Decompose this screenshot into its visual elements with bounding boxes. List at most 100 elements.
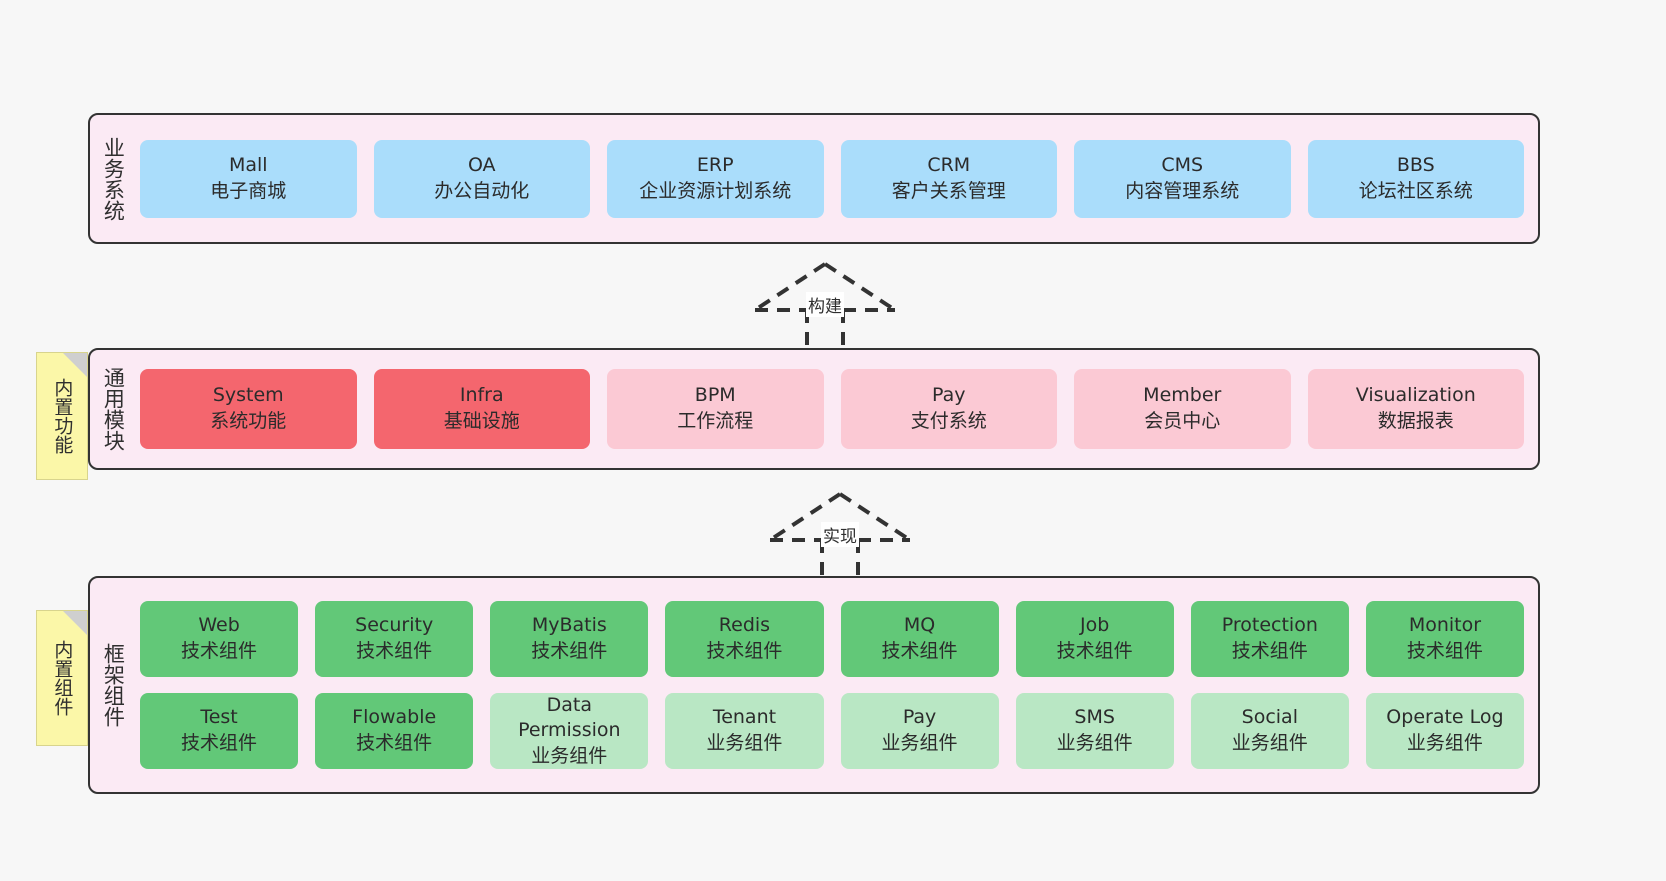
card-protection-en: Protection: [1221, 614, 1318, 637]
card-monitor-cn: 技术组件: [1406, 640, 1483, 662]
card-social-en: Social: [1241, 706, 1298, 729]
card-mybatis[interactable]: MyBatis 技术组件: [490, 601, 649, 677]
card-operate-log-cn: 业务组件: [1406, 732, 1483, 754]
card-flowable-cn: 技术组件: [356, 732, 433, 754]
card-infra-en: Infra: [459, 384, 504, 407]
card-protection[interactable]: Protection 技术组件: [1190, 601, 1349, 677]
card-job-cn: 技术组件: [1056, 640, 1133, 662]
card-test[interactable]: Test 技术组件: [140, 693, 299, 769]
note-builtin-components: 内置组件: [36, 610, 88, 746]
card-flowable[interactable]: Flowable 技术组件: [315, 693, 474, 769]
card-pay-module[interactable]: Pay 支付系统: [840, 369, 1057, 449]
card-job-en: Job: [1080, 614, 1110, 637]
card-member[interactable]: Member 会员中心: [1074, 369, 1291, 449]
framework-card-row-1: Web 技术组件 Security 技术组件 MyBatis 技术组件 Redi…: [140, 601, 1524, 677]
card-pay-module-en: Pay: [932, 384, 966, 407]
connector-build-label: 构建: [806, 292, 844, 317]
card-monitor[interactable]: Monitor 技术组件: [1365, 601, 1524, 677]
card-tenant-cn: 业务组件: [706, 732, 783, 754]
card-pay-module-cn: 支付系统: [910, 410, 987, 432]
card-pay-component[interactable]: Pay 业务组件: [840, 693, 999, 769]
layer-common-modules: 通用模块 System 系统功能 Infra 基础设施 BPM 工作流程 Pay…: [88, 348, 1540, 470]
card-mall-cn: 电子商城: [210, 179, 287, 202]
card-sms-en: SMS: [1074, 706, 1115, 729]
card-pay-component-cn: 业务组件: [881, 732, 958, 754]
card-bpm[interactable]: BPM 工作流程: [607, 369, 824, 449]
card-tenant[interactable]: Tenant 业务组件: [665, 693, 824, 769]
note-builtin-functions: 内置功能: [36, 352, 88, 480]
layer-modules-title: 通用模块: [101, 367, 126, 451]
card-sms[interactable]: SMS 业务组件: [1015, 693, 1174, 769]
card-social[interactable]: Social 业务组件: [1190, 693, 1349, 769]
card-mall[interactable]: Mall 电子商城: [140, 139, 357, 218]
card-social-cn: 业务组件: [1231, 732, 1308, 754]
card-mq-cn: 技术组件: [881, 640, 958, 662]
note-builtin-components-label: 内置组件: [51, 640, 74, 716]
card-bbs-cn: 论坛社区系统: [1358, 179, 1473, 202]
card-flowable-en: Flowable: [352, 706, 437, 729]
card-test-en: Test: [200, 706, 238, 729]
card-erp-en: ERP: [696, 153, 734, 176]
card-cms[interactable]: CMS 内容管理系统: [1074, 139, 1291, 218]
card-security-en: Security: [355, 614, 434, 637]
card-redis-cn: 技术组件: [706, 640, 783, 662]
layer-business-body: Mall 电子商城 OA 办公自动化 ERP 企业资源计划系统 CRM 客户关系…: [136, 115, 1538, 242]
card-visualization-en: Visualization: [1355, 384, 1476, 407]
card-system-en: System: [212, 384, 284, 407]
card-bbs-en: BBS: [1396, 153, 1435, 176]
card-crm-cn: 客户关系管理: [891, 179, 1006, 202]
card-monitor-en: Monitor: [1408, 614, 1482, 637]
card-mq-en: MQ: [903, 614, 936, 637]
card-visualization[interactable]: Visualization 数据报表: [1307, 369, 1524, 449]
layer-framework-body: Web 技术组件 Security 技术组件 MyBatis 技术组件 Redi…: [136, 578, 1538, 792]
card-security[interactable]: Security 技术组件: [315, 601, 474, 677]
card-oa-en: OA: [467, 153, 496, 176]
framework-card-row-2: Test 技术组件 Flowable 技术组件 Data Permission …: [140, 693, 1524, 769]
layer-business-title: 业务系统: [101, 136, 126, 221]
card-pay-component-en: Pay: [902, 706, 937, 729]
connector-implement: 实现: [750, 488, 930, 588]
card-bbs[interactable]: BBS 论坛社区系统: [1307, 139, 1524, 218]
layer-framework-title: 框架组件: [101, 643, 126, 727]
card-member-cn: 会员中心: [1144, 410, 1221, 432]
card-system[interactable]: System 系统功能: [140, 369, 357, 449]
business-card-row: Mall 电子商城 OA 办公自动化 ERP 企业资源计划系统 CRM 客户关系…: [140, 139, 1524, 218]
card-security-cn: 技术组件: [356, 640, 433, 662]
card-mq[interactable]: MQ 技术组件: [840, 601, 999, 677]
card-protection-cn: 技术组件: [1231, 640, 1308, 662]
card-crm[interactable]: CRM 客户关系管理: [840, 139, 1057, 218]
card-data-permission-cn: 业务组件: [531, 744, 608, 767]
card-erp-cn: 企业资源计划系统: [639, 179, 792, 202]
card-cms-en: CMS: [1161, 153, 1204, 176]
note-builtin-functions-label: 内置功能: [51, 378, 74, 454]
card-redis[interactable]: Redis 技术组件: [665, 601, 824, 677]
card-bpm-en: BPM: [694, 384, 736, 407]
layer-modules-body: System 系统功能 Infra 基础设施 BPM 工作流程 Pay 支付系统…: [136, 350, 1538, 468]
card-redis-en: Redis: [718, 614, 771, 637]
card-erp[interactable]: ERP 企业资源计划系统: [607, 139, 824, 218]
card-oa[interactable]: OA 办公自动化: [373, 139, 590, 218]
connector-build: 构建: [735, 258, 915, 358]
modules-card-row: System 系统功能 Infra 基础设施 BPM 工作流程 Pay 支付系统…: [140, 369, 1524, 449]
card-test-cn: 技术组件: [181, 732, 258, 754]
card-crm-en: CRM: [927, 153, 971, 176]
card-operate-log-en: Operate Log: [1386, 706, 1504, 729]
layer-business-systems: 业务系统 Mall 电子商城 OA 办公自动化 ERP 企业资源计划系统 CRM…: [88, 113, 1540, 244]
card-infra-cn: 基础设施: [443, 410, 520, 432]
card-infra[interactable]: Infra 基础设施: [373, 369, 590, 449]
card-data-permission[interactable]: Data Permission 业务组件: [490, 693, 649, 769]
card-job[interactable]: Job 技术组件: [1015, 601, 1174, 677]
card-bpm-cn: 工作流程: [677, 410, 754, 432]
layer-framework-components: 框架组件 Web 技术组件 Security 技术组件 MyBatis 技术组件…: [88, 576, 1540, 794]
card-system-cn: 系统功能: [210, 410, 287, 432]
card-oa-cn: 办公自动化: [434, 179, 530, 202]
connector-implement-label: 实现: [821, 522, 859, 547]
card-cms-cn: 内容管理系统: [1125, 179, 1240, 202]
card-operate-log[interactable]: Operate Log 业务组件: [1365, 693, 1524, 769]
card-visualization-cn: 数据报表: [1377, 410, 1454, 432]
card-sms-cn: 业务组件: [1056, 732, 1133, 754]
card-mall-en: Mall: [228, 153, 268, 176]
card-mybatis-en: MyBatis: [531, 614, 607, 637]
card-web[interactable]: Web 技术组件: [140, 601, 299, 677]
card-data-permission-en: Data Permission: [518, 693, 621, 742]
